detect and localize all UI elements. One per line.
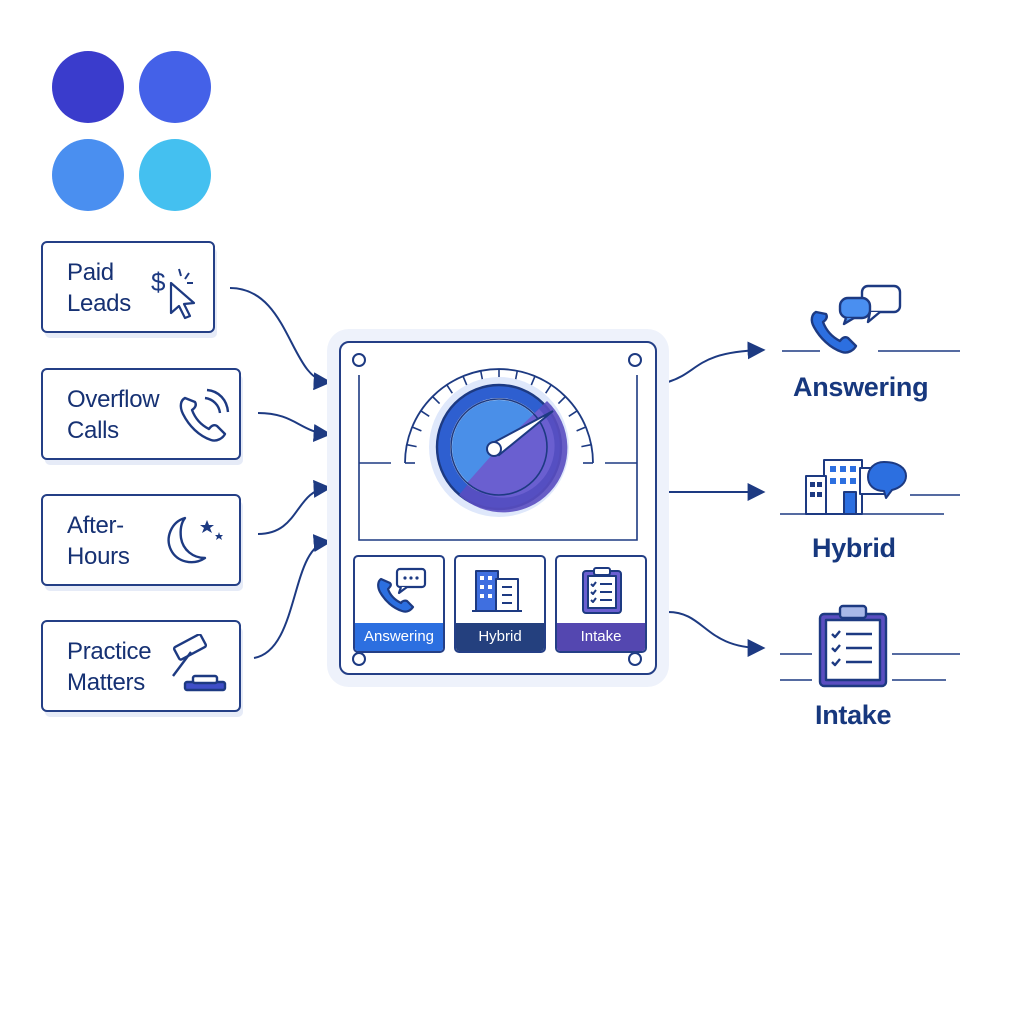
phone-chat-bubbles-icon [810,284,902,354]
dollar-cursor-icon: $ [151,267,196,320]
gauge-tick [462,375,468,386]
gauge-tick [557,395,567,405]
color-swatch-2 [139,51,211,123]
output-label-hybrid: Hybrid [812,533,896,563]
speedometer-gauge-icon [404,368,594,517]
screw-bottom-left [352,652,366,666]
tile-label: Intake [557,623,645,651]
output-label-answering: Answering [793,372,929,402]
screw-top-left [352,353,366,367]
inner-frame [358,375,638,541]
input-label: Overflow Calls [67,386,160,444]
tile-label: Hybrid [456,623,544,651]
phone-chat-icon [377,567,427,613]
screw-top-right [628,353,642,367]
gauge-tick [545,384,552,394]
output-label-intake: Intake [815,700,892,730]
gauge-tick [581,443,592,448]
arrow-after-hours [257,479,332,535]
arrow-to-answering [667,341,766,383]
gauge-tick [406,443,417,448]
gauge-tick [479,370,484,381]
buildings-icon [472,570,522,612]
routing-hub-panel: Answering Hybrid [339,341,657,675]
input-label: Practice Matters [67,638,152,696]
color-swatch-4 [139,139,211,211]
hub-graphic [352,353,642,666]
color-swatch-3 [52,139,124,211]
arrow-to-intake [667,611,766,657]
office-chat-icon [805,459,907,515]
hub-tile-answering: Answering [353,555,445,653]
phone-ringing-icon [179,388,230,442]
input-card-practice-matters: Practice Matters [41,620,241,712]
tile-label: Answering [355,623,443,651]
moon-stars-icon [167,516,223,564]
arrow-paid-leads [229,287,332,391]
color-swatch-1 [52,51,124,123]
hub-tile-hybrid: Hybrid [454,555,546,653]
svg-text:$: $ [151,267,166,297]
screw-bottom-right [628,652,642,666]
input-card-overflow-calls: Overflow Calls [41,368,241,460]
input-card-paid-leads: Paid Leads $ [41,241,215,333]
gavel-icon [172,634,227,692]
gauge-tick [576,426,587,432]
gauge-tick [431,395,441,405]
gauge-tick [420,410,430,417]
arrow-practice-matters [253,534,332,659]
gauge-tick [411,426,422,432]
input-label: After- Hours [67,512,130,570]
gauge-tick [514,370,519,381]
hub-tile-intake: Intake [555,555,647,653]
input-card-after-hours: After- Hours [41,494,241,586]
gauge-tick [446,384,453,394]
clipboard-checklist-icon [818,604,888,688]
input-label: Paid Leads [67,259,131,317]
arrow-overflow-calls [257,412,332,442]
gauge-tick [568,410,578,417]
gauge-tick [530,375,536,386]
clipboard-checklist-icon [582,567,622,614]
